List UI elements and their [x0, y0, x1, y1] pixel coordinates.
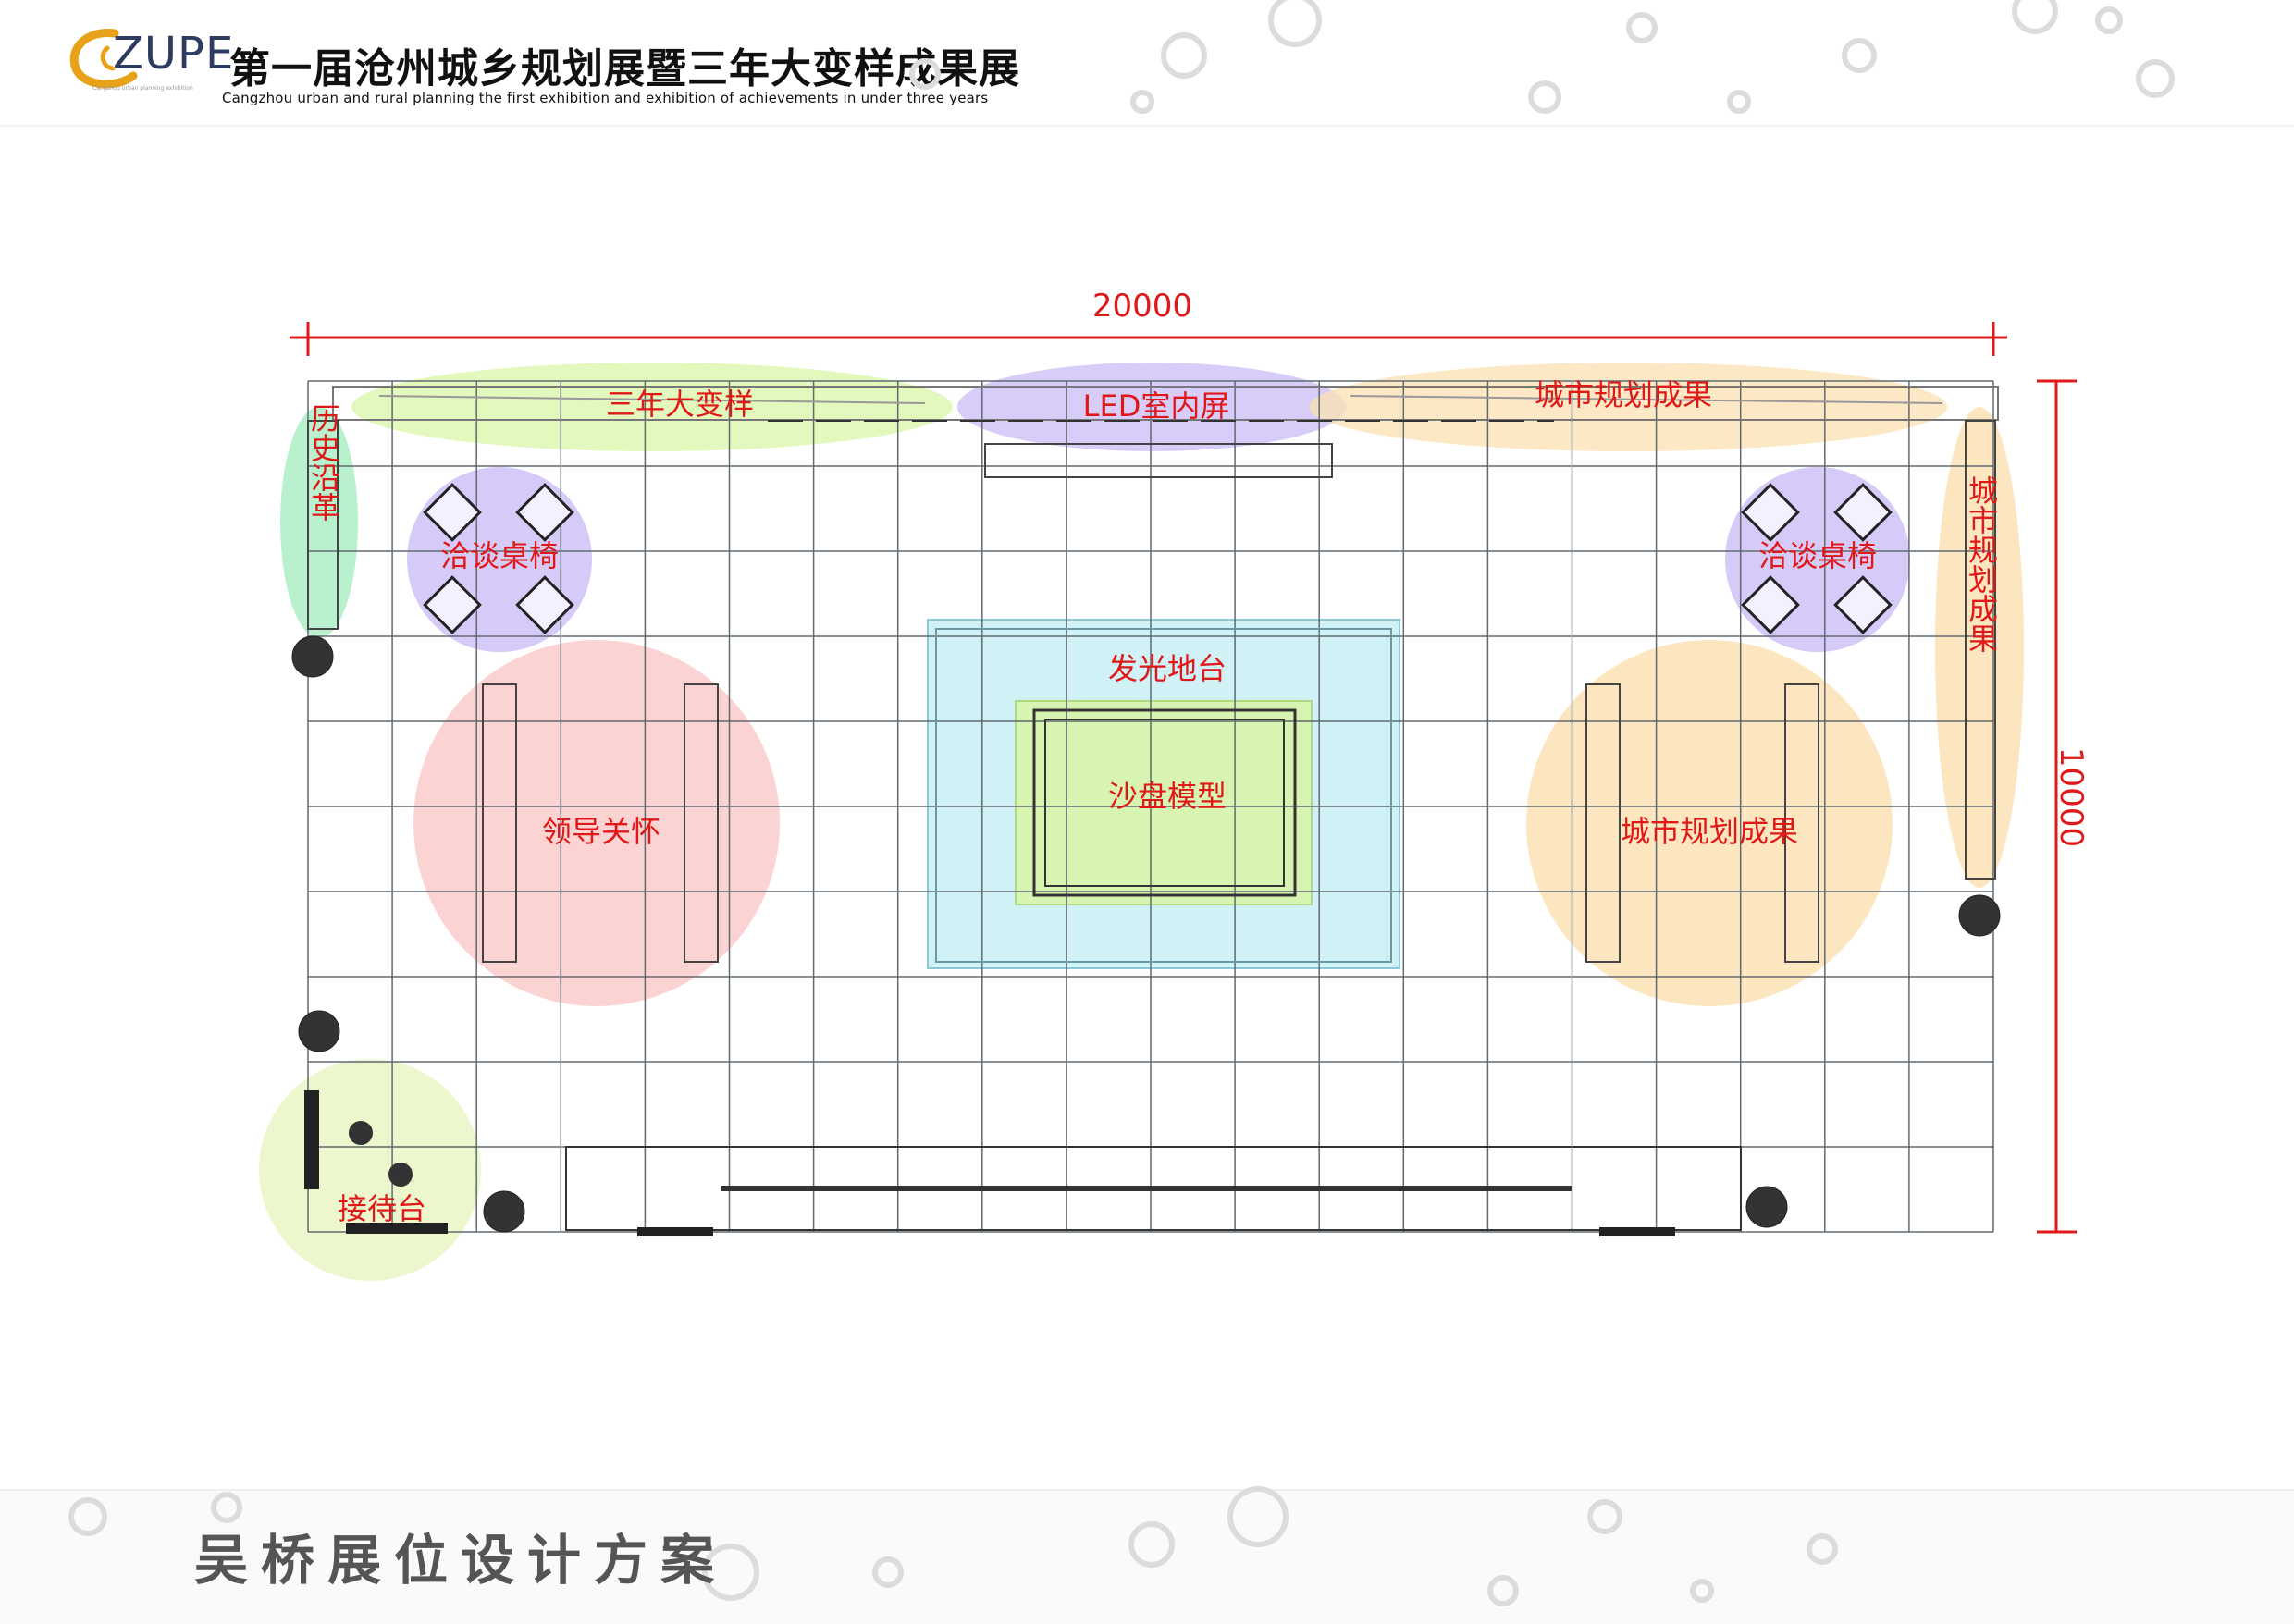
- dimension-lines: [290, 322, 2077, 1234]
- logo-tagline: Cangzhou urban planning exhibition: [92, 85, 193, 92]
- label-sannian: 三年大变样: [606, 387, 754, 422]
- zone-chengshi-side: [1935, 407, 2024, 888]
- header-band: [0, 0, 2294, 127]
- zone-jiedai: [259, 1059, 481, 1281]
- decorative-bubbles: [68, 0, 2175, 1606]
- footer-band: [0, 1489, 2294, 1624]
- label-qiatan-left: 洽谈桌椅: [440, 538, 559, 573]
- plant-icons: [291, 635, 2001, 1233]
- floor-grid: [307, 380, 1994, 1233]
- label-lishi: 历史沿革: [306, 403, 341, 522]
- label-faguang: 发光地台: [1108, 651, 1227, 686]
- width-dimension: 20000: [1092, 288, 1192, 325]
- label-lingdao: 领导关怀: [542, 814, 660, 849]
- label-chengshi-top: 城市规划成果: [1535, 377, 1712, 412]
- logo-text: ZUPE: [113, 28, 235, 80]
- page-subtitle: Cangzhou urban and rural planning the fi…: [222, 90, 989, 106]
- zone-led: [957, 363, 1346, 451]
- zone-sannian: [352, 363, 953, 451]
- floor-fixtures: [304, 386, 1999, 1236]
- logo-swirl-icon: [69, 29, 138, 89]
- label-shapan: 沙盘模型: [1108, 779, 1227, 814]
- zone-chengshi-top: [1309, 363, 1947, 451]
- label-chengshi-side: 城市规划成果: [1964, 475, 1999, 653]
- zone-shapan: [1015, 700, 1313, 905]
- footer-title: 吴桥展位设计方案: [194, 1529, 728, 1592]
- page-title: 第一届沧州城乡规划展暨三年大变样成果展: [229, 45, 1020, 92]
- label-jiedai: 接待台: [338, 1191, 426, 1226]
- height-dimension: 10000: [2053, 747, 2090, 847]
- chair-icons: [423, 483, 1893, 634]
- zone-chengshi-right: [1526, 640, 1893, 1006]
- label-chengshi-right: 城市规划成果: [1621, 814, 1798, 849]
- label-qiatan-right: 洽谈桌椅: [1758, 538, 1877, 573]
- zone-lingdao: [413, 640, 780, 1006]
- label-led: LED室内屏: [1083, 388, 1230, 424]
